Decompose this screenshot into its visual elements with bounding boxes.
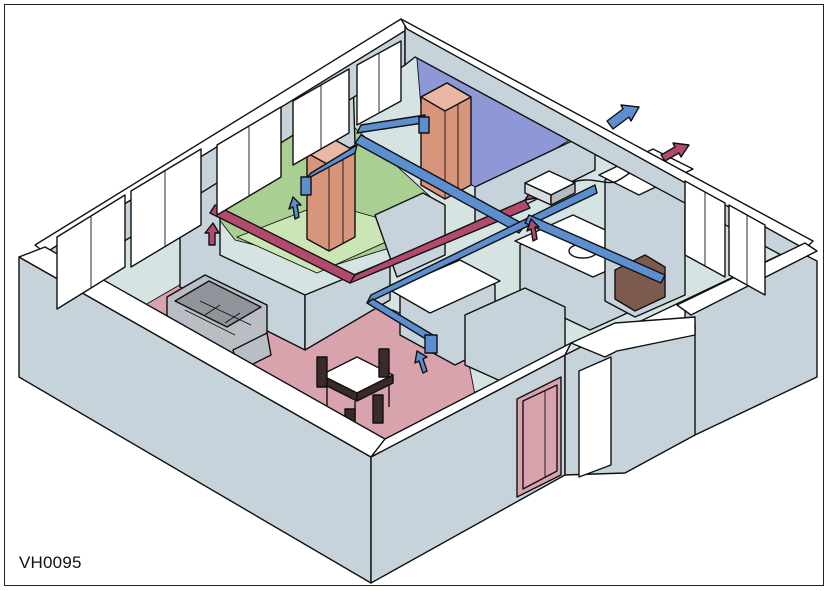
ventilation-diagram: .o { stroke: #111; stroke-width: 1.4; st… xyxy=(18,18,818,584)
front-door-frame xyxy=(522,384,558,490)
windows-back-left xyxy=(56,40,402,310)
figure-code: VH0095 xyxy=(19,553,82,572)
front-door xyxy=(516,376,562,498)
supply-diffuser-living xyxy=(424,334,438,354)
ventilation-unit xyxy=(524,170,576,206)
figure-frame: .o { stroke: #111; stroke-width: 1.4; st… xyxy=(4,4,824,586)
window-bl-2 xyxy=(130,148,202,268)
supply-ducts xyxy=(300,114,666,354)
wardrobe-blue-room xyxy=(420,82,472,200)
airflow-arrows xyxy=(204,104,690,374)
supply-arrow-green-room xyxy=(288,196,302,220)
supply-arrow-living xyxy=(414,350,428,374)
supply-duct-right xyxy=(524,214,666,284)
supply-duct-top xyxy=(356,114,426,134)
supply-duct-green-room xyxy=(304,144,358,181)
extract-arrow-bathroom xyxy=(526,218,540,242)
wall-green-right xyxy=(374,192,446,278)
windows-back-right xyxy=(684,180,766,296)
fresh-air-intake-arrow xyxy=(606,104,640,130)
exhaust-air-arrow xyxy=(660,142,690,162)
supply-duct-cross xyxy=(366,184,598,304)
entrance-porch-top xyxy=(570,316,696,358)
supply-diffuser-green xyxy=(300,176,312,196)
supply-diffuser-blue xyxy=(418,116,430,134)
extract-arrow-bedroom xyxy=(204,222,220,246)
dining-table xyxy=(320,356,394,423)
entrance-recess xyxy=(578,356,612,478)
